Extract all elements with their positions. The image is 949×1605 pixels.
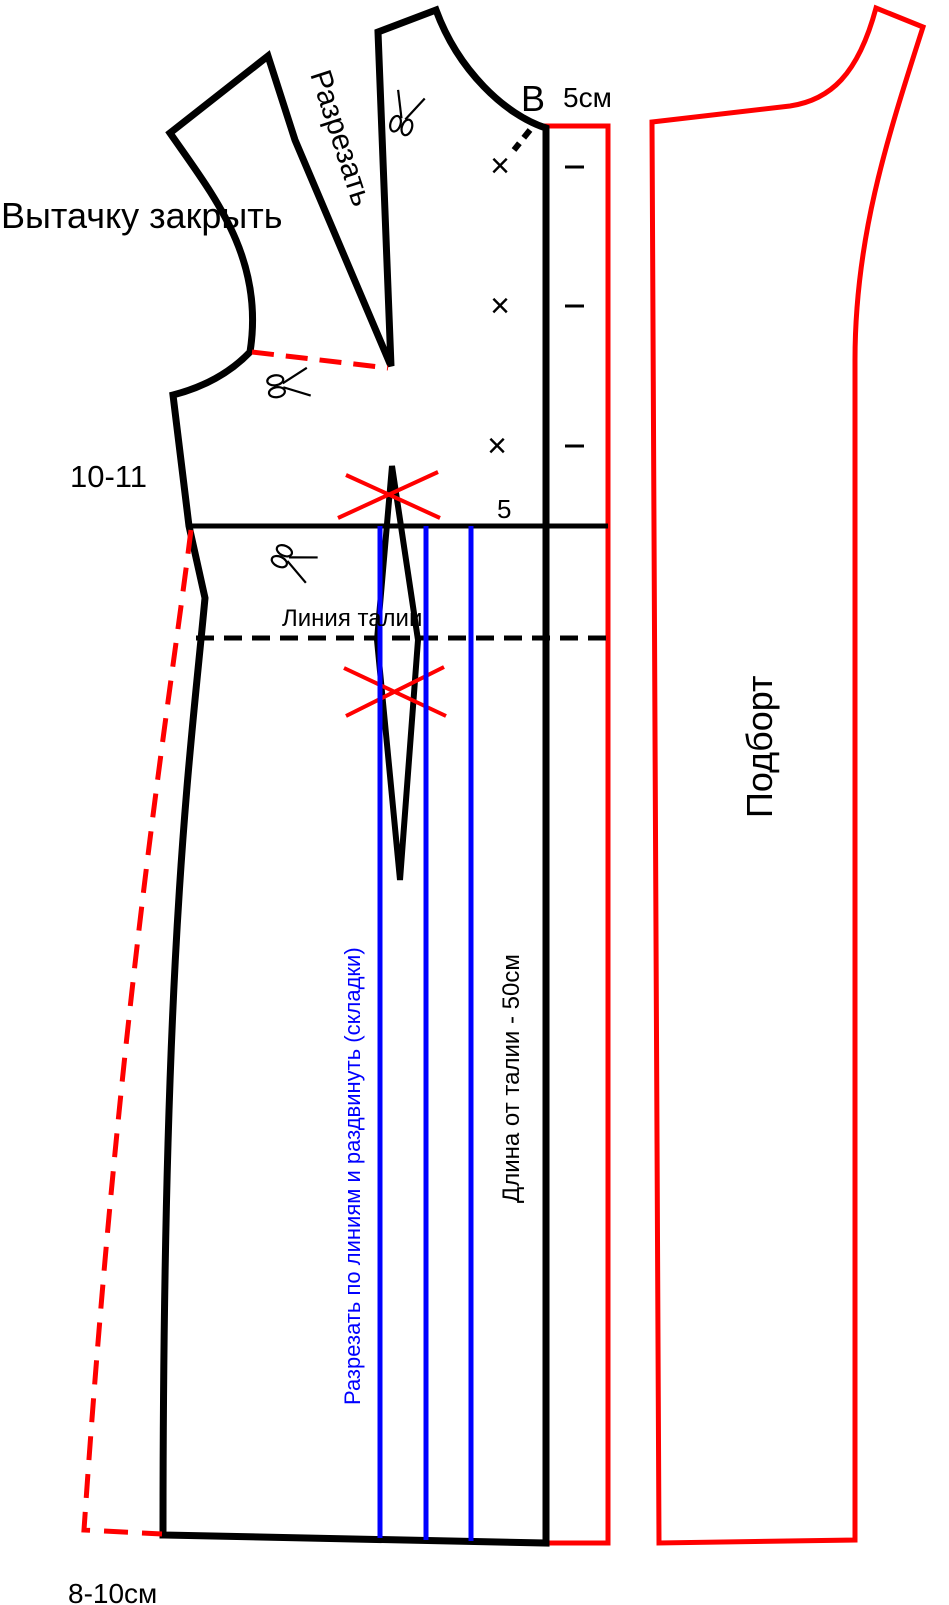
front-pattern-outline	[159, 5, 550, 1547]
cancel-cross-upper	[337, 470, 441, 520]
armhole-closure	[251, 349, 389, 371]
side-measure-label: 10-11	[70, 459, 147, 494]
close-dart-label: Вытачку закрыть	[1, 195, 283, 236]
scissors-icon	[265, 366, 312, 403]
waist-line-label: Линия талии	[282, 605, 422, 632]
five-small-label: 5	[497, 494, 511, 524]
button-mark: ×	[487, 427, 507, 465]
scissors-icon	[384, 88, 426, 139]
extension-strip	[542, 123, 611, 1546]
button-mark: ×	[490, 147, 510, 185]
facing-outline	[649, 4, 927, 1546]
hem-measure-label: 8-10см	[68, 1578, 157, 1605]
point-b-label: B	[521, 78, 545, 119]
cut-spread-label: Разрезать по линиям и раздвинуть (складк…	[340, 947, 365, 1405]
scissors-icon	[267, 539, 319, 584]
five-cm-top-label: 5см	[563, 82, 612, 113]
button-mark: ×	[490, 287, 510, 325]
cancel-cross-lower	[343, 665, 447, 718]
side-flare	[81, 529, 194, 1537]
length-from-waist-label: Длина от талии - 50см	[498, 954, 525, 1203]
facing-label: Подборт	[739, 676, 780, 818]
neck-tick	[511, 128, 533, 152]
